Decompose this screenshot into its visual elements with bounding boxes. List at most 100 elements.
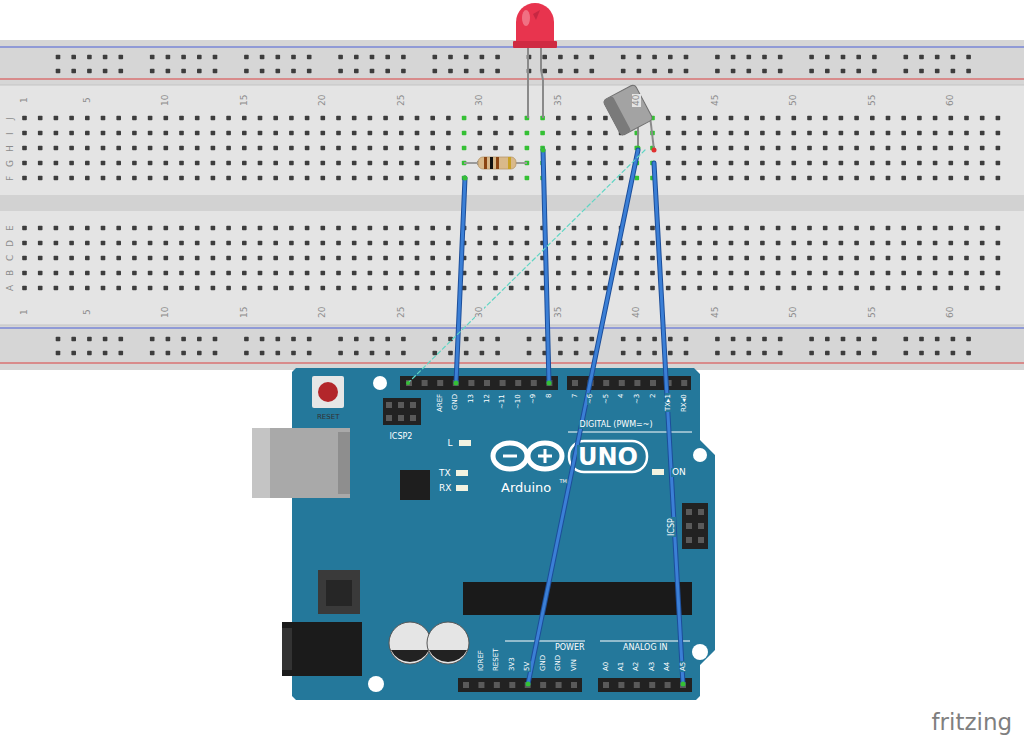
breadboard-hole xyxy=(684,337,689,342)
breadboard-hole xyxy=(744,116,749,121)
pin-label: 7 xyxy=(572,393,579,399)
breadboard-hole xyxy=(305,116,310,121)
breadboard-hole xyxy=(980,116,985,121)
breadboard-hole xyxy=(166,337,171,342)
breadboard-hole xyxy=(430,226,435,231)
pin-label: VIN xyxy=(571,658,578,672)
breadboard-hole xyxy=(289,226,294,231)
breadboard-hole xyxy=(807,286,812,291)
breadboard-hole xyxy=(933,241,938,246)
breadboard-hole xyxy=(132,286,137,291)
board-label: DIGITAL (PWM=~) xyxy=(579,421,654,429)
breadboard-hole xyxy=(747,69,752,74)
breadboard-hole xyxy=(321,256,326,261)
pin-label: IOREF xyxy=(478,649,485,672)
breadboard-hole xyxy=(731,55,736,60)
breadboard-hole xyxy=(933,286,938,291)
breadboard-hole xyxy=(635,256,640,261)
breadboard-hole xyxy=(211,226,216,231)
breadboard-hole xyxy=(652,337,657,342)
breadboard-hole xyxy=(635,271,640,276)
column-number: 5 xyxy=(83,308,92,316)
breadboard-hole xyxy=(103,337,108,342)
breadboard-hole xyxy=(336,226,341,231)
breadboard-hole xyxy=(166,55,171,60)
breadboard-hole xyxy=(85,146,90,151)
breadboard-hole xyxy=(731,337,736,342)
breadboard-hole xyxy=(289,161,294,166)
breadboard-hole xyxy=(69,241,74,246)
breadboard-hole xyxy=(226,176,231,181)
wires-part xyxy=(547,381,552,386)
breadboard-hole xyxy=(776,241,781,246)
breadboard-hole xyxy=(854,271,859,276)
breadboard-hole xyxy=(980,286,985,291)
breadboard-hole xyxy=(22,271,27,276)
breadboard-hole xyxy=(966,351,971,356)
breadboard-hole xyxy=(823,161,828,166)
pin-label: 8 xyxy=(546,393,553,399)
breadboard-hole xyxy=(273,176,278,181)
breadboard-hole xyxy=(85,271,90,276)
breadboard-hole xyxy=(870,256,875,261)
breadboard-hole xyxy=(462,146,467,151)
breadboard-hole xyxy=(590,55,595,60)
temperature-sensor-part-part xyxy=(603,96,631,136)
breadboard-hole xyxy=(964,271,969,276)
breadboard-hole xyxy=(729,116,734,121)
breadboard-hole xyxy=(305,161,310,166)
breadboard-hole xyxy=(401,337,406,342)
breadboard-hole xyxy=(211,241,216,246)
breadboard-hole xyxy=(572,241,577,246)
header-pin xyxy=(386,415,392,421)
breadboard-hole xyxy=(809,337,814,342)
breadboard-hole xyxy=(415,116,420,121)
breadboard-hole xyxy=(980,146,985,151)
breadboard-hole xyxy=(807,226,812,231)
breadboard-hole xyxy=(996,256,1001,261)
breadboard-hole xyxy=(713,271,718,276)
breadboard-hole xyxy=(242,226,247,231)
breadboard-hole xyxy=(368,286,373,291)
breadboard-hole xyxy=(856,337,861,342)
breadboard-hole xyxy=(666,256,671,261)
header-pin xyxy=(686,523,692,529)
breadboard-hole xyxy=(668,55,673,60)
column-number: 5 xyxy=(83,96,92,104)
column-number: 50 xyxy=(789,93,798,106)
breadboard-hole xyxy=(872,69,877,74)
breadboard-hole xyxy=(354,337,359,342)
breadboard-hole xyxy=(273,146,278,151)
breadboard-hole xyxy=(87,69,92,74)
breadboard-hole xyxy=(760,271,765,276)
breadboard-hole xyxy=(399,241,404,246)
arduino-board-part xyxy=(368,676,384,692)
breadboard-hole xyxy=(305,286,310,291)
breadboard-hole xyxy=(542,69,547,74)
breadboard-hole xyxy=(650,286,655,291)
breadboard-hole xyxy=(933,271,938,276)
breadboard-hole xyxy=(101,226,106,231)
breadboard-hole xyxy=(415,176,420,181)
breadboard-hole xyxy=(917,286,922,291)
breadboard-hole xyxy=(509,146,514,151)
column-number: 35 xyxy=(554,93,563,106)
breadboard-hole xyxy=(715,55,720,60)
breadboard-hole xyxy=(729,161,734,166)
breadboard-hole xyxy=(85,226,90,231)
breadboard-hole xyxy=(164,116,169,121)
breadboard-hole xyxy=(682,131,687,136)
breadboard-hole xyxy=(949,241,954,246)
breadboard-hole xyxy=(415,241,420,246)
breadboard-hole xyxy=(132,146,137,151)
breadboard-hole xyxy=(870,176,875,181)
temperature-sensor-part-part xyxy=(603,84,654,136)
breadboard-hole xyxy=(478,241,483,246)
breadboard-hole xyxy=(415,161,420,166)
breadboard-hole xyxy=(778,69,783,74)
breadboard-hole xyxy=(872,55,877,60)
breadboard-hole xyxy=(807,131,812,136)
temperature-sensor-part xyxy=(652,148,657,153)
breadboard-hole xyxy=(509,176,514,181)
